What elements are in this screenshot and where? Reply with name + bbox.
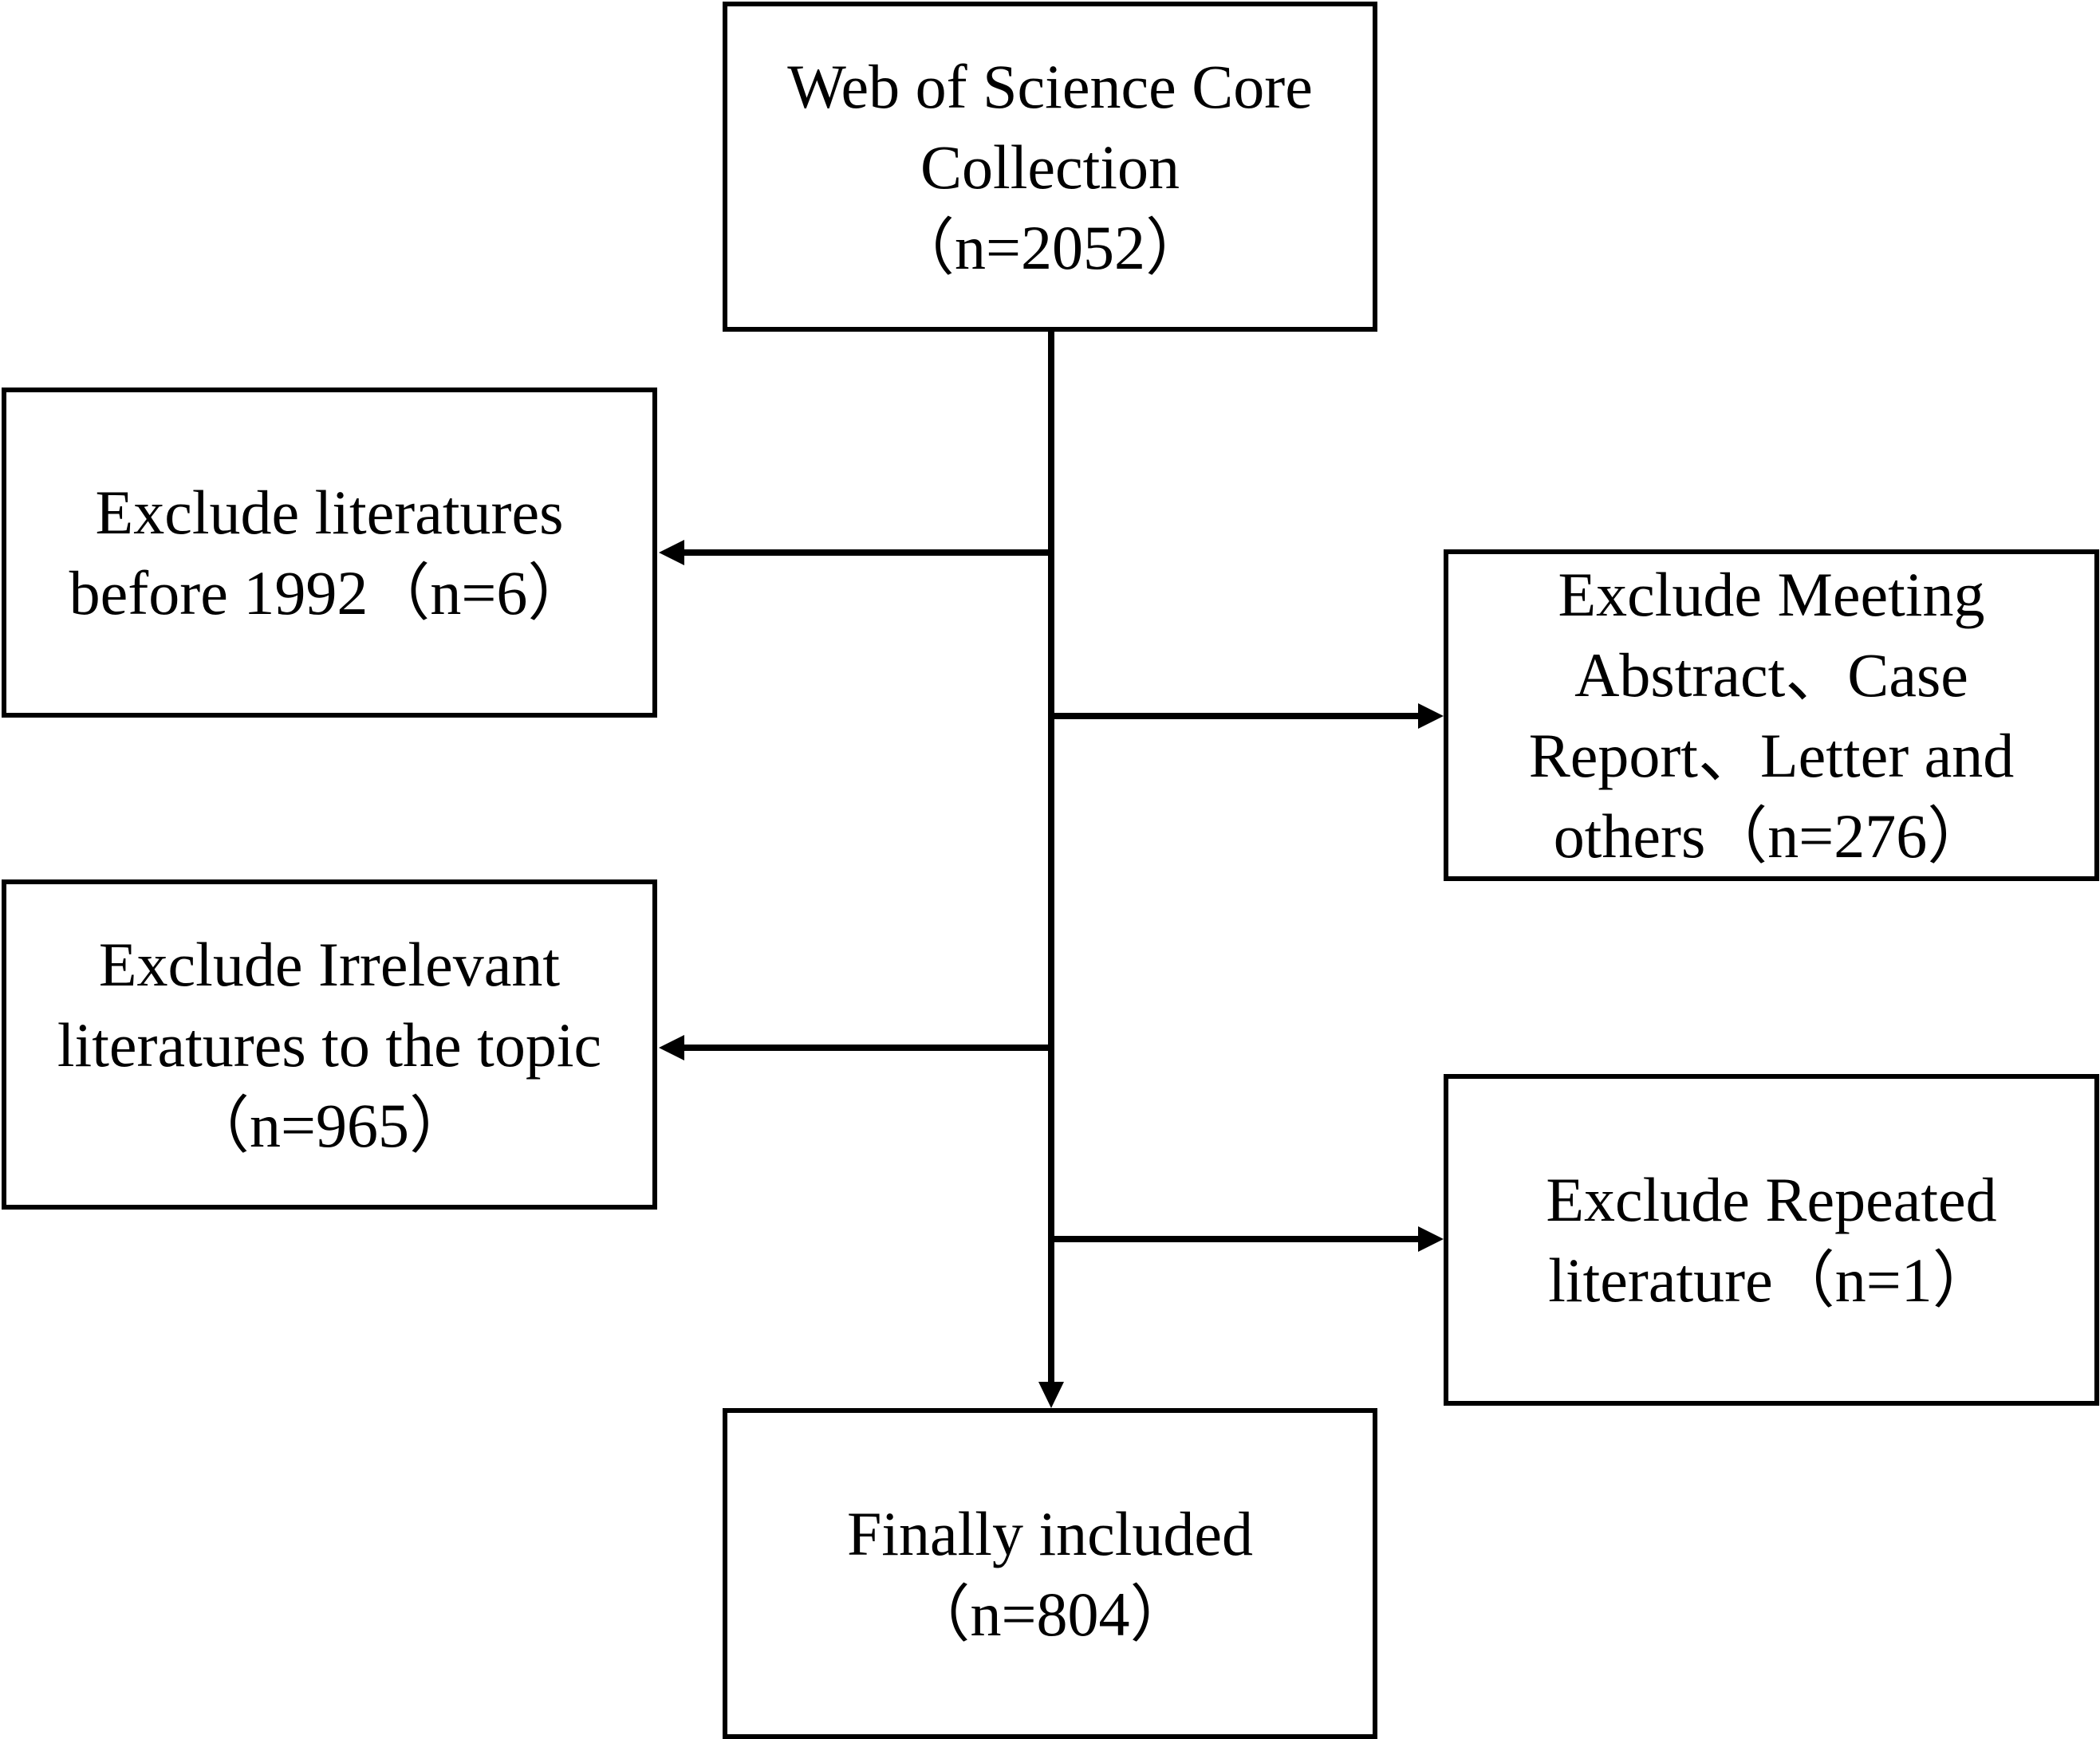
source-box: Web of Science Core Collection （n=2052）: [723, 2, 1377, 332]
final-count: （n=804）: [908, 1579, 1192, 1649]
source-count: （n=2052）: [892, 212, 1208, 282]
exclusion-text-line: literatures to the topic: [57, 1009, 602, 1080]
exclusion-text-line: Report、Letter and: [1528, 721, 2015, 790]
exclusion-box-repeated: Exclude Repeated literature（n=1）: [1444, 1074, 2099, 1406]
exclusion-text-line: Exclude Meeting: [1558, 560, 1985, 629]
exclusion-text-line: Exclude Repeated: [1546, 1165, 1997, 1234]
exclusion-box-irrelevant: Exclude Irrelevant literatures to the to…: [2, 879, 657, 1210]
exclusion-box-document-types: Exclude Meeting Abstract、Case Report、Let…: [1444, 549, 2099, 881]
exclusion-text-line: Abstract、Case: [1574, 640, 1968, 710]
final-included-box: Finally included （n=804）: [723, 1408, 1377, 1739]
exclusion-text-line: （n=965）: [187, 1090, 471, 1160]
main-flow-arrowhead: [1038, 1382, 1064, 1408]
arrowhead-exclusion-1: [659, 540, 684, 565]
source-text-line: Web of Science Core: [787, 51, 1313, 121]
exclusion-text-line: before 1992（n=6）: [69, 558, 590, 628]
exclusion-box-before-1992: Exclude literatures before 1992（n=6）: [2, 388, 657, 718]
arrowhead-exclusion-3: [659, 1035, 684, 1060]
exclusion-text-line: others（n=276）: [1553, 801, 1990, 871]
arrowhead-exclusion-2: [1418, 703, 1444, 729]
final-text-line: Finally included: [846, 1498, 1254, 1568]
exclusion-text-line: Exclude literatures: [95, 478, 564, 547]
arrowhead-exclusion-4: [1418, 1226, 1444, 1252]
exclusion-text-line: literature（n=1）: [1548, 1245, 1995, 1315]
source-text-line: Collection: [920, 132, 1180, 202]
exclusion-text-line: Exclude Irrelevant: [98, 929, 561, 999]
